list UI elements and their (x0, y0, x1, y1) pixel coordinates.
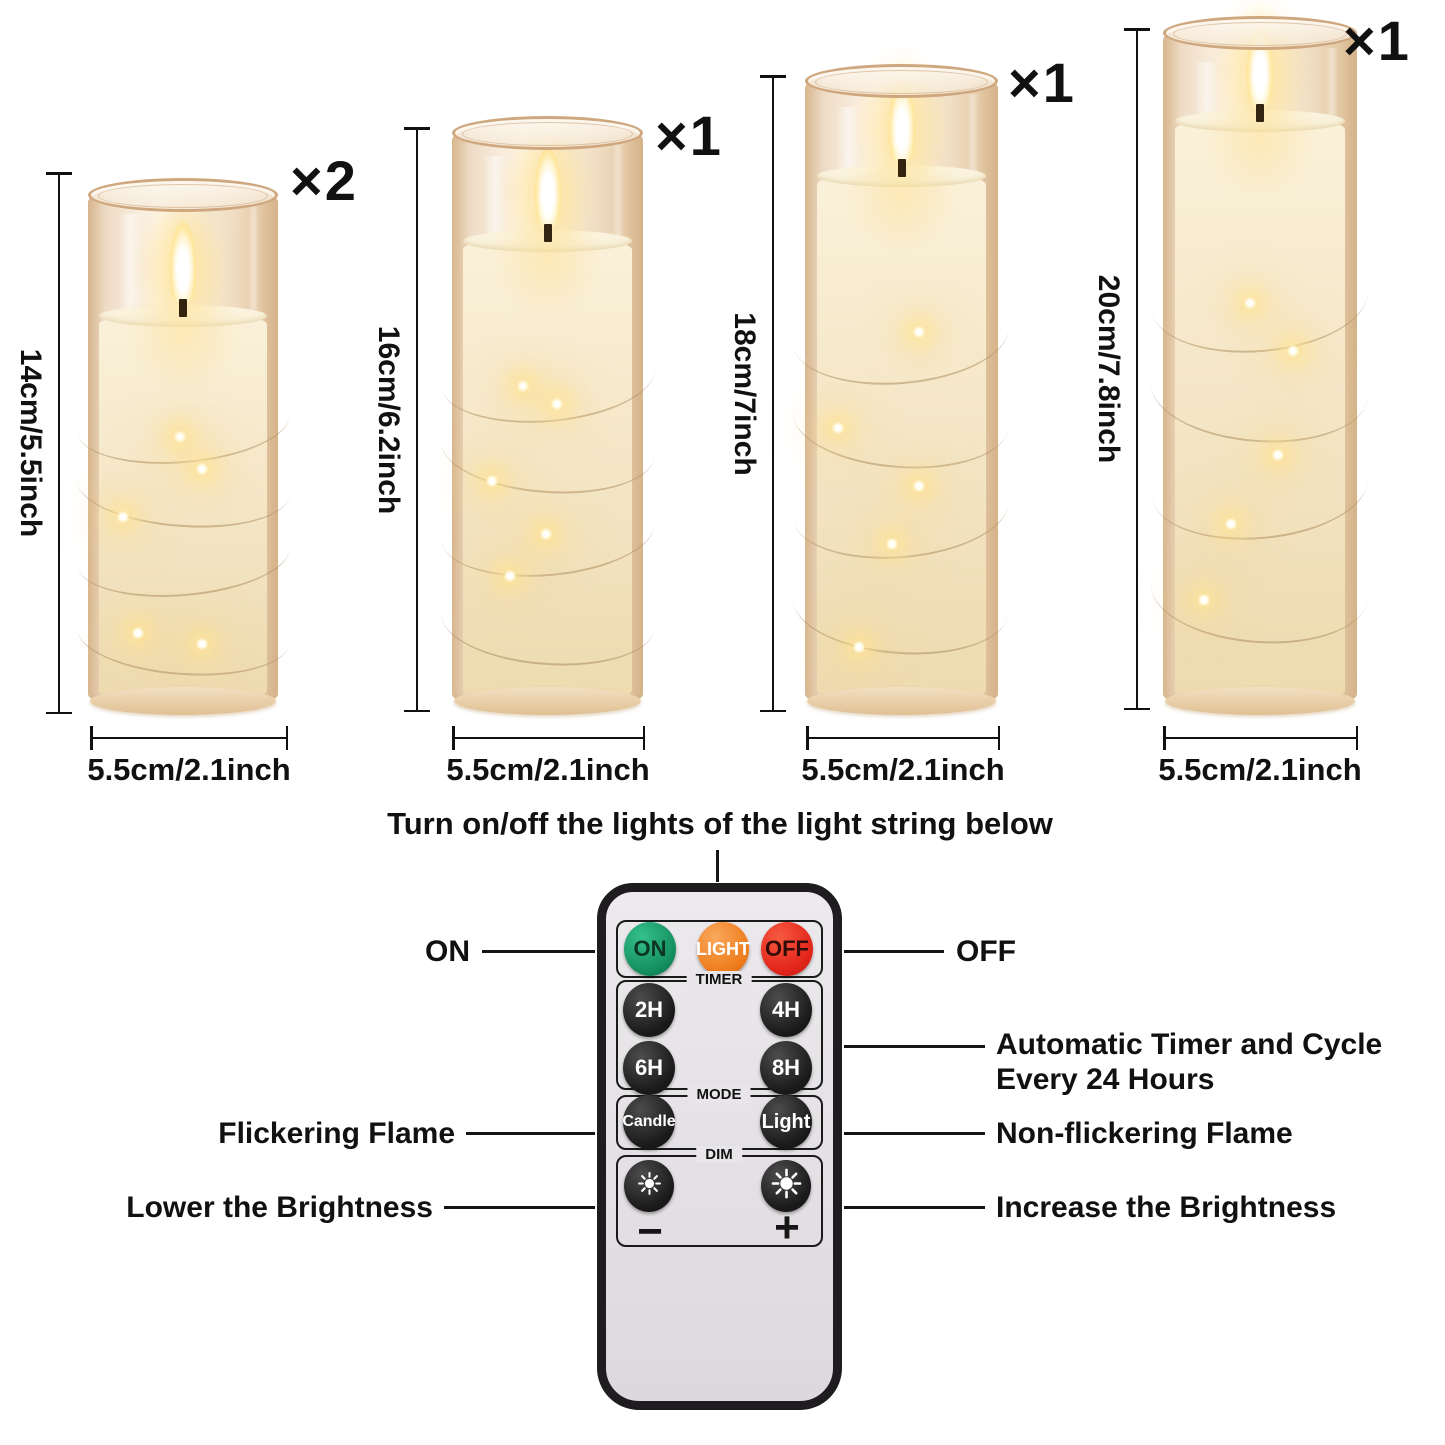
fairy-light (173, 431, 186, 444)
wick (897, 159, 906, 177)
width-arrow-2 (452, 726, 645, 750)
width-arrow-4 (1163, 726, 1358, 750)
remote-control: ON LIGHT OFF TIMER 2H 4H 6H 8H MODE Cand… (597, 883, 842, 1410)
heading-connector-line (716, 850, 719, 882)
mode-section-label: MODE (687, 1086, 751, 1103)
glass-base (807, 687, 996, 715)
height-label-4: 20cm/7.8inch (1092, 274, 1125, 464)
quantity-label-1: ×2 (290, 149, 358, 212)
fairy-light (196, 462, 209, 475)
fairy-light (886, 538, 899, 551)
width-label-4: 5.5cm/2.1inch (1158, 752, 1362, 787)
glass-base (454, 687, 641, 715)
height-arrow-2 (404, 127, 430, 712)
fairy-light (503, 569, 516, 582)
candle-glass-3 (789, 37, 1014, 715)
fairy-light (913, 480, 926, 493)
fairy-light (131, 627, 144, 640)
width-label-1: 5.5cm/2.1inch (87, 752, 291, 787)
fairy-light (196, 637, 209, 650)
fairy-light (1244, 296, 1257, 309)
height-arrow-1 (46, 172, 72, 714)
callout-line-lower (444, 1206, 595, 1209)
callout-increase-brightness: Increase the Brightness (996, 1191, 1337, 1224)
timer-note-line2: Every 24 Hours (996, 1063, 1215, 1096)
timer-8h-button: 8H (760, 1041, 812, 1095)
wick (543, 224, 552, 242)
dim-section-label: DIM (696, 1146, 742, 1163)
timer-6h-button: 6H (623, 1041, 675, 1095)
glass-rim (452, 116, 643, 150)
off-button: OFF (761, 922, 813, 976)
dim-down-button (624, 1160, 674, 1212)
fairy-light (1287, 345, 1300, 358)
callout-line-increase (844, 1206, 985, 1209)
sun-dim-icon (637, 1171, 662, 1201)
fairy-light (1225, 518, 1238, 531)
quantity-label-4: ×1 (1343, 9, 1411, 72)
fairy-light (551, 398, 564, 411)
candle-glass-2 (437, 102, 658, 715)
height-label-3: 18cm/7inch (728, 312, 761, 476)
width-arrow-3 (806, 726, 1000, 750)
callout-line-timer (844, 1045, 985, 1048)
callout-non-flickering-flame: Non-flickering Flame (996, 1117, 1293, 1150)
quantity-label-3: ×1 (1008, 51, 1076, 114)
callout-line-flickering (466, 1132, 595, 1135)
timer-note-line1: Automatic Timer and Cycle (996, 1028, 1383, 1061)
flame-icon (532, 140, 563, 228)
timer-2h-button: 2H (623, 983, 675, 1037)
callout-on: ON (425, 935, 470, 968)
fairy-light (913, 325, 926, 338)
width-arrow-1 (90, 726, 288, 750)
callout-lower-brightness: Lower the Brightness (126, 1191, 433, 1224)
quantity-label-2: ×1 (655, 104, 723, 167)
fairy-light (539, 528, 552, 541)
width-label-2: 5.5cm/2.1inch (446, 752, 650, 787)
callout-line-on (482, 950, 595, 953)
remote-face: ON LIGHT OFF TIMER 2H 4H 6H 8H MODE Cand… (606, 892, 833, 1401)
height-arrow-4 (1124, 28, 1150, 710)
minus-symbol: − (637, 1207, 663, 1256)
on-button: ON (624, 922, 676, 976)
fairy-light (1197, 594, 1210, 607)
dim-up-button (761, 1160, 811, 1212)
timer-4h-button: 4H (760, 983, 812, 1037)
candle-glass-4 (1147, 0, 1373, 715)
callout-flickering-flame: Flickering Flame (218, 1117, 455, 1150)
glass-base (1165, 687, 1355, 715)
width-label-3: 5.5cm/2.1inch (801, 752, 1005, 787)
height-label-1: 14cm/5.5inch (14, 348, 47, 538)
plus-symbol: + (774, 1203, 800, 1252)
wick (179, 299, 187, 317)
glass-rim (805, 64, 998, 98)
remote-heading: Turn on/off the lights of the light stri… (387, 806, 1053, 841)
fairy-light (832, 422, 845, 435)
callout-off: OFF (956, 935, 1016, 968)
candle-glass-1 (73, 177, 293, 715)
fairy-light (853, 641, 866, 654)
timer-section-label: TIMER (686, 971, 752, 988)
glass-base (90, 687, 276, 715)
sun-bright-icon (771, 1168, 802, 1204)
height-arrow-3 (760, 75, 786, 712)
mode-candle-button: Candle (622, 1095, 676, 1149)
callout-line-non-flickering (844, 1132, 985, 1135)
fairy-light (116, 510, 129, 523)
fairy-light (486, 475, 499, 488)
mode-light-button: Light (760, 1095, 812, 1149)
light-button: LIGHT (696, 922, 750, 976)
glass-rim (1163, 16, 1357, 50)
fairy-light (516, 380, 529, 393)
height-label-2: 16cm/6.2inch (372, 325, 405, 515)
callout-timer-note: Automatic Timer and Cycle Every 24 Hours (996, 1027, 1382, 1097)
glass-rim (88, 178, 278, 212)
candle-wax (463, 200, 632, 702)
wick (1256, 104, 1264, 122)
fairy-light (1271, 449, 1284, 462)
callout-line-off (844, 950, 944, 953)
